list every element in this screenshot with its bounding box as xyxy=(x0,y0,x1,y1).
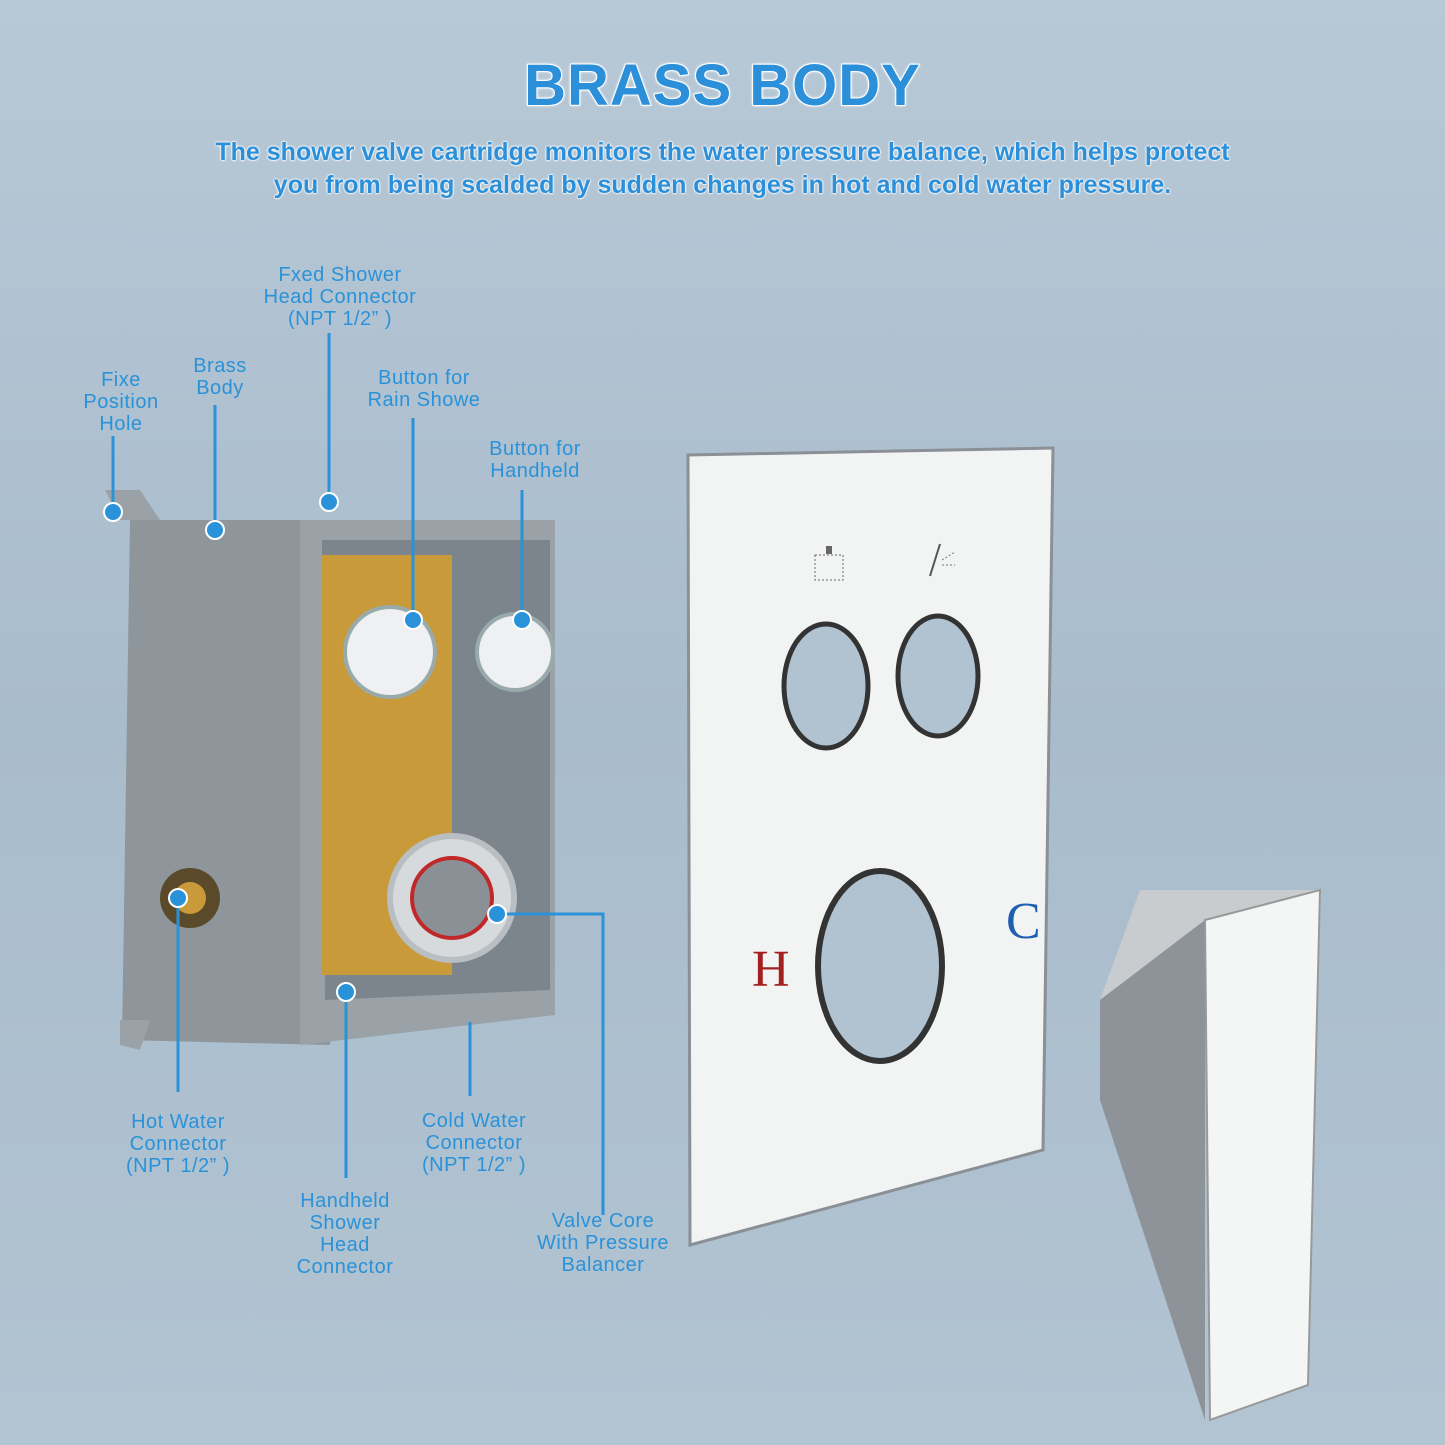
subtitle-line-2: you from being scalded by sudden changes… xyxy=(273,171,1172,199)
handle-hole xyxy=(815,868,945,1064)
label-brass-body: Brass Body xyxy=(193,355,247,399)
label-handheld-button: Button for Handheld xyxy=(489,438,581,482)
rain-shower-icon xyxy=(814,546,844,581)
cold-mark: C xyxy=(1006,893,1041,950)
label-rain-button: Button for Rain Showe xyxy=(367,367,481,411)
label-cold-water-connector: Cold Water Connector (NPT 1/2” ) xyxy=(421,1110,527,1176)
handheld-button-hole xyxy=(895,613,981,739)
label-hot-water-connector: Hot Water Connector (NPT 1/2” ) xyxy=(125,1111,231,1177)
trim-plate xyxy=(686,446,1055,1247)
label-handheld-connector: Handheld Shower Head Connector xyxy=(296,1190,394,1278)
lever-handle xyxy=(1100,888,1322,1422)
label-valve-core: Valve Core With Pressure Balancer xyxy=(536,1210,670,1276)
rain-button-hole xyxy=(781,621,871,751)
handheld-shower-icon xyxy=(929,543,956,577)
page-title: BRASS BODY xyxy=(523,52,921,119)
leader-lines xyxy=(111,333,605,1215)
subtitle-line-1: The shower valve cartridge monitors the … xyxy=(215,138,1230,166)
label-fixed-shower-head-connector: Fxed Shower Head Connector (NPT 1/2” ) xyxy=(263,264,417,330)
hot-mark: H xyxy=(752,941,790,998)
callout-dots xyxy=(103,492,532,1002)
valve-box xyxy=(105,490,555,1050)
label-position-hole: Fixe Position Hole xyxy=(83,369,159,435)
